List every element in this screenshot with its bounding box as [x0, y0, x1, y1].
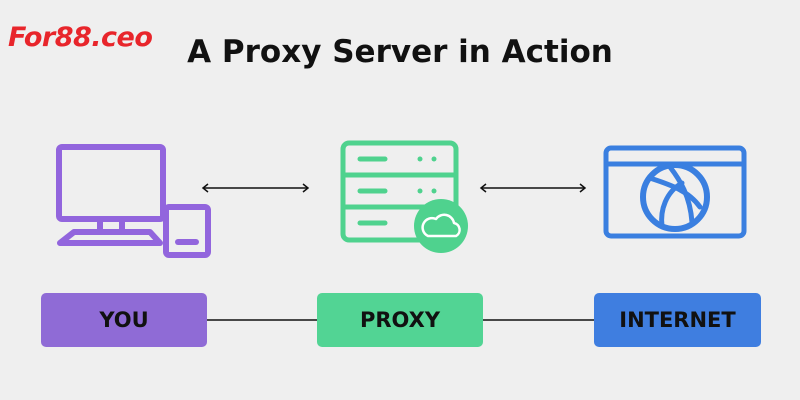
logo: For88.ceo [8, 22, 153, 53]
cloud-icon [414, 199, 468, 253]
proxy-label: PROXY [359, 308, 441, 332]
proxy-label-box: PROXY [317, 293, 483, 347]
computer-icon [56, 144, 211, 258]
you-label-box: YOU [41, 293, 207, 347]
you-label: YOU [99, 308, 149, 332]
browser-globe-icon [603, 145, 747, 239]
internet-label: INTERNET [619, 308, 736, 332]
double-arrow-you-proxy [201, 183, 310, 193]
page-title: A Proxy Server in Action [187, 34, 613, 70]
double-arrow-proxy-internet [479, 183, 587, 193]
internet-label-box: INTERNET [594, 293, 761, 347]
